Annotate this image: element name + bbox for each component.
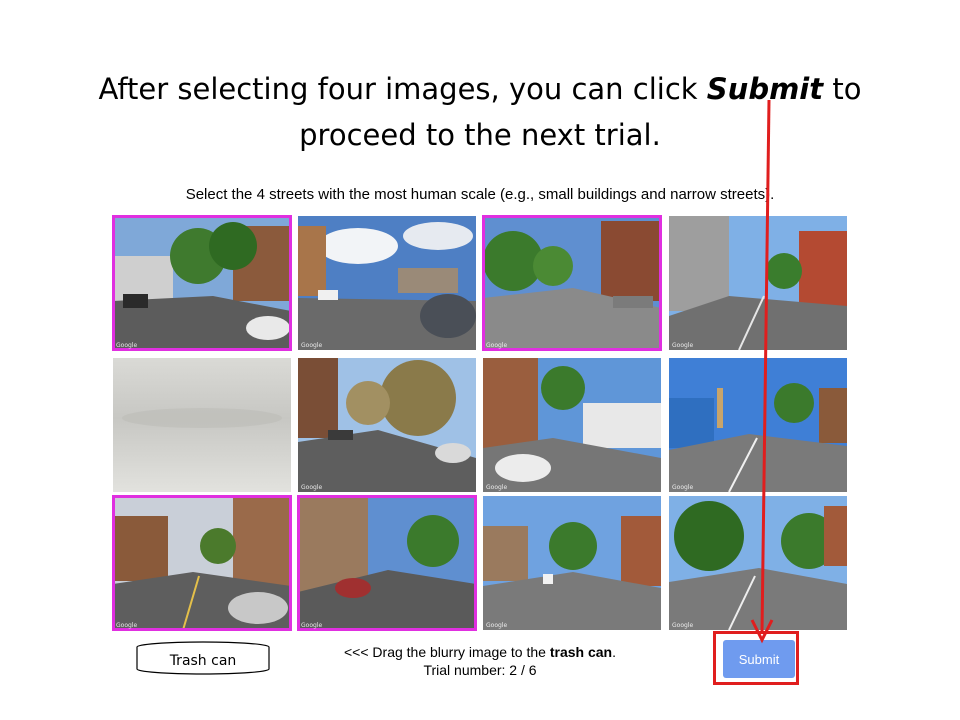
google-watermark: Google [486,342,508,349]
google-watermark: Google [672,484,694,491]
headline-line-1: After selecting four images, you can cli… [0,66,960,112]
street-image[interactable]: Google [669,358,847,492]
google-watermark: Google [301,622,323,629]
street-photo [113,496,291,630]
trash-can[interactable]: Trash can [135,640,271,676]
street-image[interactable]: Google [483,358,661,492]
drag-hint-prefix: <<< Drag the blurry image to the [344,644,550,660]
google-watermark: Google [672,342,694,349]
street-photo [298,216,476,350]
trial-counter: Trial number: 2 / 6 [423,662,537,678]
google-watermark: Google [301,342,323,349]
drag-hint-suffix: . [612,644,616,660]
street-image[interactable]: Google [669,216,847,350]
street-photo [669,496,847,630]
street-photo [298,358,476,492]
street-photo [483,496,661,630]
street-image[interactable]: Google [298,358,476,492]
tutorial-headline: After selecting four images, you can cli… [0,66,960,158]
google-watermark: Google [486,622,508,629]
street-image[interactable]: Google [112,495,292,631]
street-photo [483,358,661,492]
google-watermark: Google [116,342,138,349]
street-photo [669,216,847,350]
street-image-grid: Google Google Google [112,215,847,634]
submit-button[interactable]: Submit [723,640,795,678]
street-image[interactable]: Google [298,216,476,350]
street-photo [113,216,291,350]
street-image[interactable]: Google [483,496,661,630]
task-instruction: Select the 4 streets with the most human… [185,186,775,203]
google-watermark: Google [116,622,138,629]
drag-hint-emphasis: trash can [549,644,613,660]
street-image[interactable]: Google [112,215,292,351]
street-photo [298,496,476,630]
trash-can-icon [136,641,270,675]
street-image[interactable] [113,358,291,492]
street-image[interactable]: Google [297,495,477,631]
street-image[interactable]: Google [669,496,847,630]
blurry-photo [113,358,291,492]
trash-can-label: Trash can [169,653,237,669]
google-watermark: Google [672,622,694,629]
street-image[interactable]: Google [482,215,662,351]
street-photo [669,358,847,492]
drag-hint-text: <<< Drag the blurry image to the trash c… [300,643,660,661]
headline-text: After selecting four images, you can cli… [98,72,707,106]
google-watermark: Google [301,484,323,491]
headline-text: to [823,72,862,106]
headline-line-2: proceed to the next trial. [299,118,661,152]
street-photo [483,216,661,350]
drag-instructions: <<< Drag the blurry image to the trash c… [300,643,660,679]
headline-emphasis: Submit [706,72,824,106]
google-watermark: Google [486,484,508,491]
